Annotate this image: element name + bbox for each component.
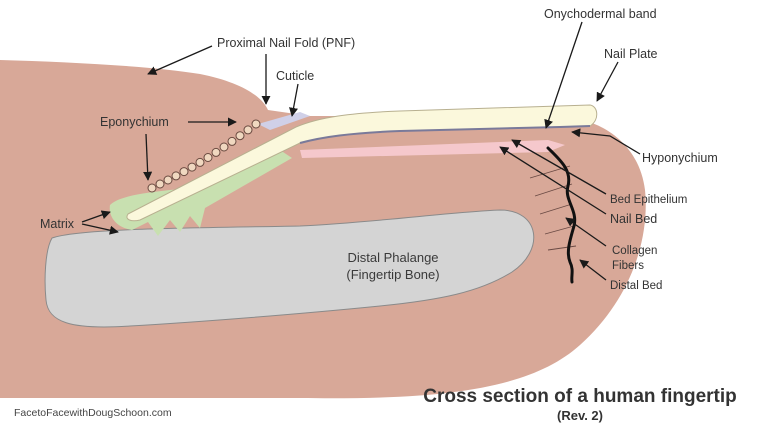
eponychium-bead [235, 131, 245, 141]
label-distal-bed: Distal Bed [610, 280, 662, 292]
onychodermal-arrow [544, 21, 583, 129]
label-bed-epithelium: Bed Epithelium [610, 194, 687, 206]
matrix-tissue [109, 150, 292, 236]
label-collagen: Collagen [612, 245, 657, 257]
diagram-title: Cross section of a human fingertip [423, 386, 737, 407]
pnf-arrow [147, 45, 213, 75]
label-proximal-nail-fold: Proximal Nail Fold (PNF) [217, 36, 355, 50]
eponychium-bead [147, 183, 157, 193]
eponychium-bead [219, 142, 229, 152]
label-bone-line1: Distal Phalange [347, 250, 438, 265]
label-nail-plate: Nail Plate [604, 47, 658, 61]
distal-bed-arrow [579, 259, 607, 281]
collagen-fibers [529, 165, 577, 251]
label-onychodermal-band: Onychodermal band [544, 7, 657, 21]
label-matrix: Matrix [40, 217, 75, 231]
label-fibers: Fibers [612, 260, 644, 272]
eponychium-bead [187, 162, 197, 172]
label-eponychium: Eponychium [100, 115, 169, 129]
bed-epithelium-arrow [511, 139, 607, 195]
eponychium-bead [163, 175, 173, 185]
eponychium-bead [171, 171, 181, 181]
eponychium-bead [211, 147, 221, 157]
collagen-arrow [565, 217, 607, 247]
label-hyponychium: Hyponychium [642, 151, 718, 165]
eponychium-bead [251, 119, 261, 129]
eponychium-bead [227, 136, 237, 146]
label-cuticle: Cuticle [276, 69, 314, 83]
cuticle-arrow [289, 83, 299, 117]
label-nail-bed: Nail Bed [610, 212, 657, 226]
eponychium-beads [147, 119, 261, 193]
hyponychium-arrow [571, 128, 641, 155]
nail-bed-arrow [499, 146, 607, 215]
distal-phalange-bone [44, 209, 535, 328]
label-bone-line2: (Fingertip Bone) [346, 267, 439, 282]
eponychium-arrow-down [143, 133, 153, 181]
onychodermal-edge [299, 125, 591, 144]
matrix-arrow-1 [81, 210, 111, 223]
matrix-arrow-2 [81, 223, 119, 235]
eponychium-bead [179, 167, 189, 177]
eponychium-bead [203, 153, 213, 162]
bed-epithelium-strip [300, 140, 565, 158]
eponychium-bead [243, 125, 253, 135]
eponychium-bead [155, 179, 165, 189]
eponychium-bead [195, 157, 205, 167]
nail-plate-arrow [596, 61, 619, 102]
diagram-subtitle: (Rev. 2) [557, 408, 603, 423]
site-credit: FacetoFacewithDougSchoon.com [14, 407, 172, 419]
